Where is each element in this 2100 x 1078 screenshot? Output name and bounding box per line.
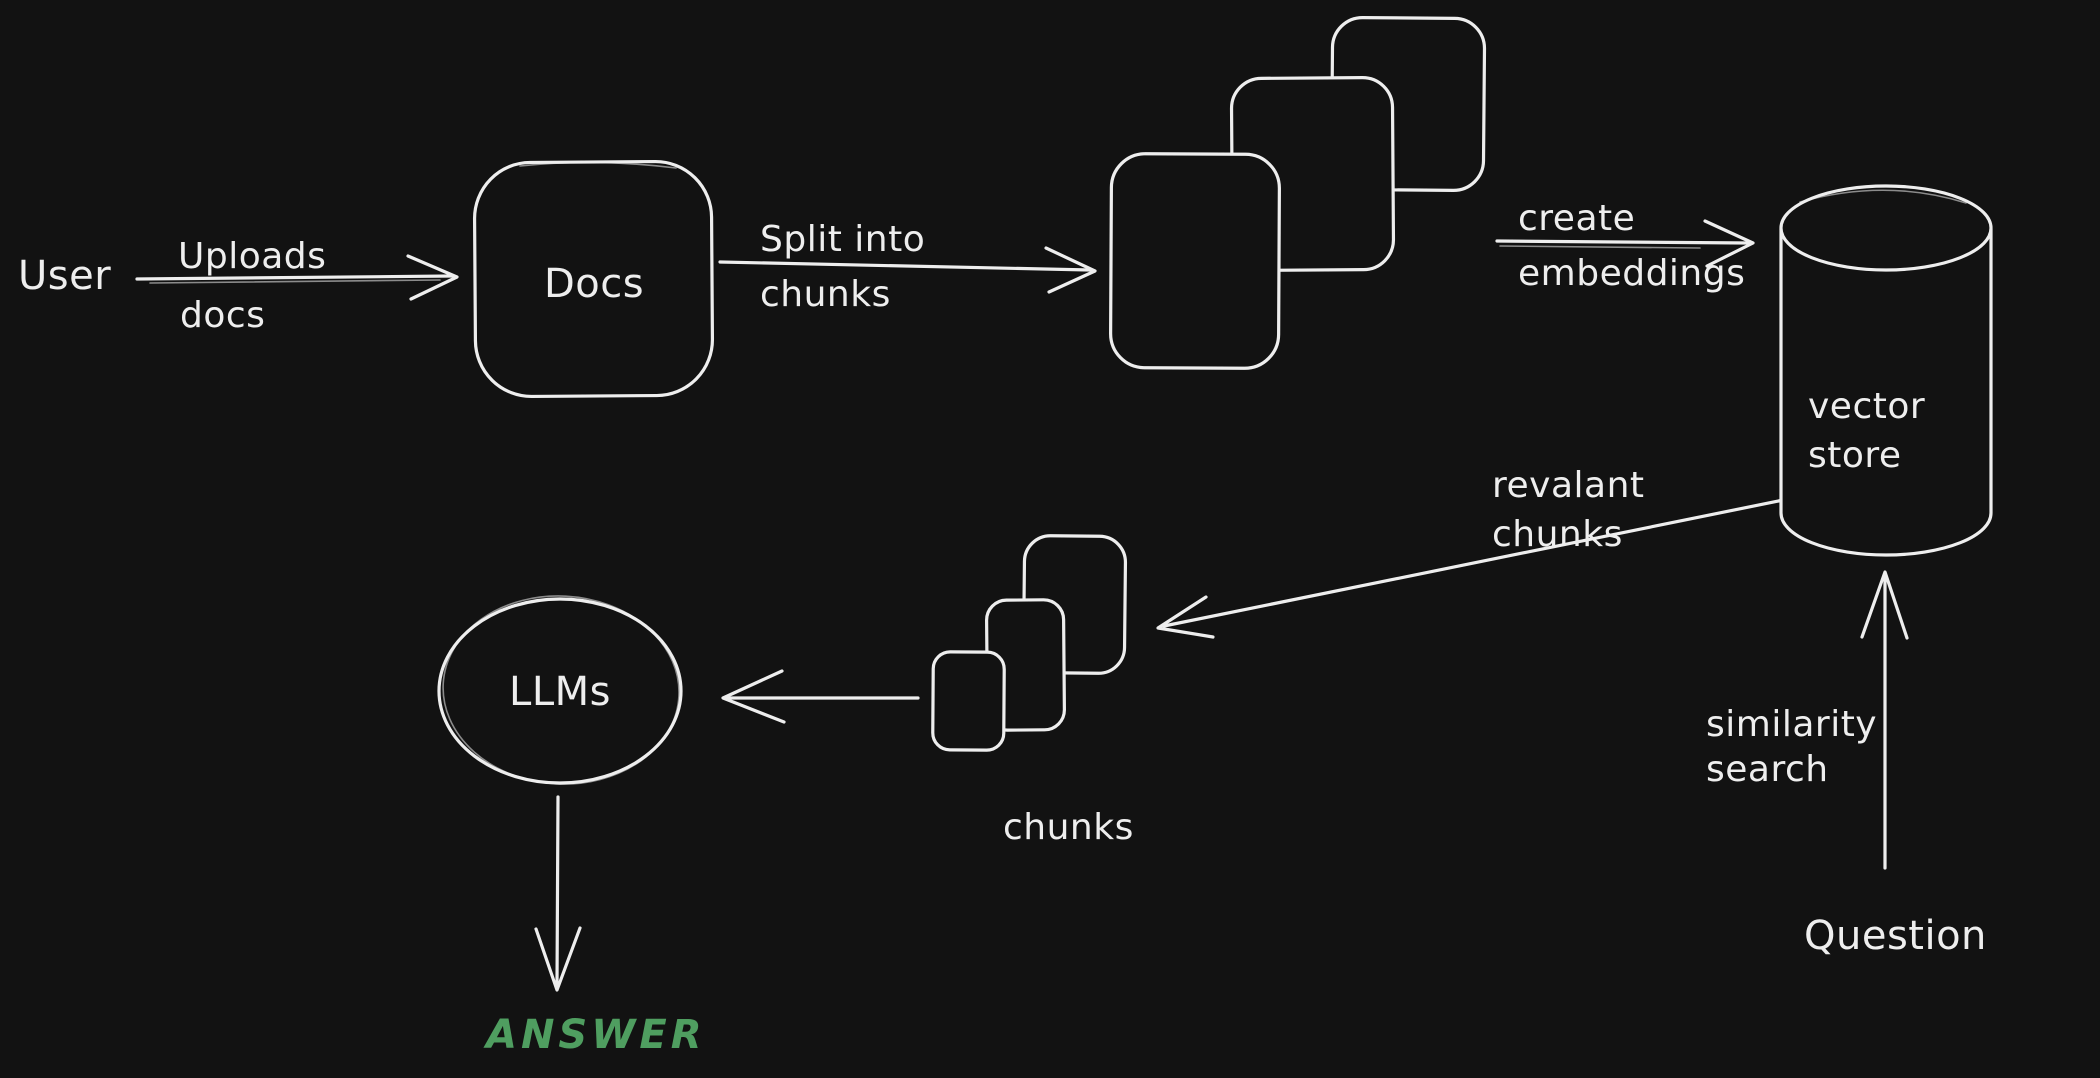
chunk-stack [931, 534, 1128, 752]
llms-ellipse [437, 595, 683, 785]
uploads-label-line2: docs [180, 295, 265, 336]
doc-stack-card-front [1109, 152, 1281, 370]
llms-to-answer-arrow [534, 795, 582, 992]
uploads-label-line1: Uploads [178, 236, 326, 277]
vector-store-label-line2: store [1808, 435, 1902, 476]
similarity-label-line1: similarity [1706, 704, 1877, 745]
split-label-line2: chunks [760, 274, 891, 315]
docs-box [472, 159, 715, 399]
vector-store-label-line1: vector [1808, 386, 1925, 427]
create-label-line1: create [1518, 198, 1635, 239]
relevant-label-line2: chunks [1492, 514, 1623, 555]
user-label: User [18, 253, 111, 299]
create-label-line2: embeddings [1518, 253, 1745, 294]
chunks-to-llms-arrow [721, 669, 920, 724]
llms-label: LLMs [509, 669, 611, 715]
similarity-label-line2: search [1706, 749, 1829, 790]
split-label-line1: Split into [760, 219, 925, 260]
relevant-label-line1: revalant [1492, 465, 1645, 506]
chunks-caption: chunks [1003, 807, 1134, 848]
uploads-arrow [135, 254, 459, 301]
answer-label: ANSWER [483, 1012, 706, 1058]
chunk-card-small [931, 650, 1006, 752]
doc-stack [1109, 16, 1487, 370]
question-label: Question [1804, 913, 1987, 959]
create-embeddings-arrow [1495, 219, 1755, 268]
relevant-chunks-arrow [1156, 495, 1800, 639]
question-to-vectorstore-arrow [1860, 570, 1909, 870]
vector-store-cylinder [1779, 184, 1993, 557]
split-chunks-arrow [718, 246, 1097, 294]
docs-label: Docs [544, 261, 644, 307]
